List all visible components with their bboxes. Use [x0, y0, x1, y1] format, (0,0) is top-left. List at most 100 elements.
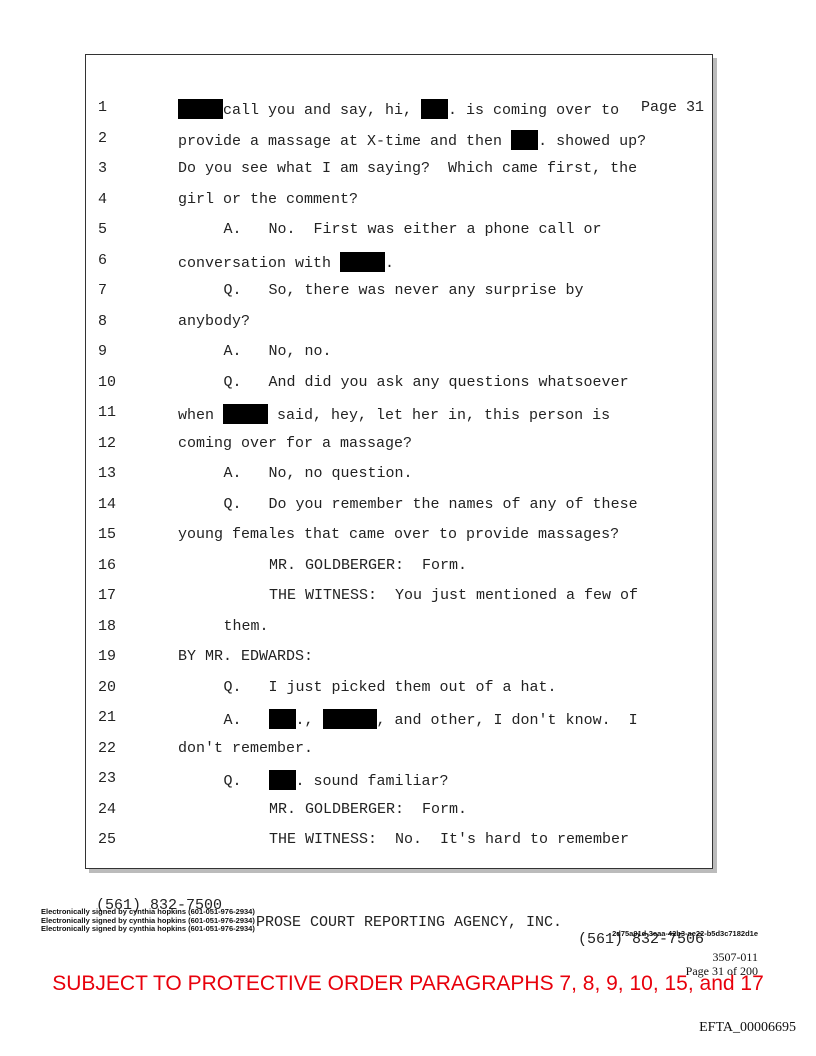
line-number: 12	[98, 434, 117, 452]
exhibit-number: 3507-011	[712, 950, 758, 964]
line-number: 23	[98, 770, 117, 787]
line-number: 18	[98, 617, 117, 635]
line-text: A. No, no.	[224, 343, 332, 360]
line-number: 10	[98, 373, 117, 391]
line-number: 2	[98, 129, 108, 147]
line-number: 5	[98, 221, 108, 238]
text-segment: MR. GOLDBERGER: Form.	[269, 800, 468, 818]
line-number: 17	[98, 587, 117, 604]
line-number: 15	[98, 526, 117, 543]
text-segment: A. No, no.	[223, 343, 332, 360]
text-segment: conversation with	[178, 254, 341, 272]
text-segment: anybody?	[178, 312, 251, 330]
line-text: Q. Do you remember the names of any of t…	[224, 496, 638, 513]
line-text: call you and say, hi, . is coming over t…	[178, 99, 619, 119]
line-text: conversation with .	[178, 251, 394, 272]
signature-line: Electronically signed by cynthia hopkins…	[41, 907, 255, 916]
text-segment: , and other, I don't know. I	[376, 712, 638, 729]
text-segment: Q. So, there was never any surprise by	[223, 282, 584, 299]
line-text: Q. I just picked them out of a hat.	[224, 679, 557, 696]
text-segment: call you and say, hi,	[223, 102, 422, 119]
phone-right: (561) 832-7506	[577, 931, 704, 948]
line-text: Q. So, there was never any surprise by	[224, 282, 584, 299]
text-segment: .,	[295, 712, 323, 729]
text-segment: BY MR. EDWARDS:	[178, 648, 314, 665]
line-text: BY MR. EDWARDS:	[178, 648, 313, 665]
text-segment: THE WITNESS: No. It's hard to remember	[269, 831, 630, 848]
text-segment: . is coming over to	[448, 102, 620, 119]
line-text: Do you see what I am saying? Which came …	[178, 160, 637, 177]
text-segment: MR. GOLDBERGER: Form.	[269, 556, 468, 574]
line-text: Q. . sound familiar?	[224, 770, 449, 790]
text-segment: them.	[223, 617, 269, 635]
text-segment: girl or the comment?	[178, 190, 359, 208]
bates-number: EFTA_00006695	[699, 1020, 796, 1035]
redaction-box	[340, 251, 386, 272]
line-number: 14	[98, 495, 117, 513]
exhibit-info: 3507-011 Page 31 of 200	[686, 942, 758, 978]
line-text: THE WITNESS: You just mentioned a few of	[269, 587, 638, 604]
text-segment: Do you see what I am saying? Which came …	[178, 160, 638, 177]
text-segment: . showed up?	[538, 132, 647, 150]
redaction-box	[223, 404, 269, 424]
line-number: 7	[98, 282, 108, 299]
text-segment: Q. Do you remember the names of any of t…	[223, 495, 638, 513]
line-text: when said, hey, let her in, this person …	[178, 404, 610, 424]
text-segment: Q. I just picked them out of a hat.	[223, 678, 557, 696]
line-text: don't remember.	[178, 740, 313, 757]
line-number: 21	[98, 709, 117, 726]
text-segment: said, hey, let her in, this person is	[268, 407, 611, 424]
redaction-box	[268, 770, 296, 790]
line-number: 4	[98, 190, 108, 208]
line-number: 11	[98, 404, 117, 421]
line-text: A. No, no question.	[224, 465, 413, 482]
transcript-box: Page 31 1 call you and say, hi, . is comi…	[85, 54, 713, 869]
protective-order-notice: SUBJECT TO PROTECTIVE ORDER PARAGRAPHS 7…	[52, 972, 764, 995]
text-segment: . sound familiar?	[295, 773, 449, 790]
text-segment: A.	[223, 712, 269, 729]
page-of: Page 31 of 200	[685, 964, 758, 978]
text-segment: A. No. First was either a phone call or	[223, 221, 602, 238]
line-number: 24	[98, 800, 117, 818]
text-segment: don't remember.	[178, 739, 314, 757]
line-number: 8	[98, 312, 108, 330]
text-segment: young females that came over to provide …	[178, 526, 620, 543]
agency-name: PROSE COURT REPORTING AGENCY, INC.	[256, 914, 563, 931]
line-number: 3	[98, 160, 108, 177]
line-text: A. ., , and other, I don't know. I	[224, 709, 638, 729]
line-number: 9	[98, 343, 108, 360]
signature-line: Electronically signed by cynthia hopkins…	[41, 915, 255, 925]
line-text: MR. GOLDBERGER: Form.	[269, 801, 467, 818]
line-text: anybody?	[178, 313, 250, 330]
line-text: them.	[224, 618, 269, 635]
line-number: 13	[98, 465, 117, 482]
line-text: provide a massage at X-time and then . s…	[178, 129, 647, 150]
line-text: A. No. First was either a phone call or	[224, 221, 602, 238]
footer: (561) 832-7500 PROSE COURT REPORTING AGE…	[96, 880, 716, 965]
line-number: 6	[98, 251, 108, 269]
line-number: 20	[98, 678, 117, 696]
text-segment: A. No, no question.	[223, 465, 413, 482]
redaction-box	[322, 709, 377, 729]
text-segment: Q.	[223, 773, 269, 790]
line-text: MR. GOLDBERGER: Form.	[269, 557, 467, 574]
redaction-box	[178, 99, 223, 119]
signatures: Electronically signed by cynthia hopkins…	[41, 907, 255, 934]
line-number: 1	[98, 99, 108, 116]
line-number: 25	[98, 831, 117, 848]
document-hash: 2d75a91d-3eaa-42b3-ae22-b5d3c7182d1e	[612, 929, 758, 938]
line-text: Q. And did you ask any questions whatsoe…	[224, 374, 629, 391]
line-text: young females that came over to provide …	[178, 526, 619, 543]
page-label: Page 31	[640, 99, 704, 116]
redaction-box	[268, 709, 296, 729]
signature-line: Electronically signed by cynthia hopkins…	[41, 924, 255, 933]
text-segment: Q. And did you ask any questions whatsoe…	[223, 373, 629, 391]
line-text: girl or the comment?	[178, 191, 358, 208]
line-text: coming over for a massage?	[178, 435, 412, 452]
phone-left: (561) 832-7500	[96, 897, 223, 914]
redaction-box	[421, 99, 449, 119]
line-number: 22	[98, 739, 117, 757]
line-number: 16	[98, 556, 117, 574]
line-text: THE WITNESS: No. It's hard to remember	[269, 831, 629, 848]
line-number: 19	[98, 648, 117, 665]
